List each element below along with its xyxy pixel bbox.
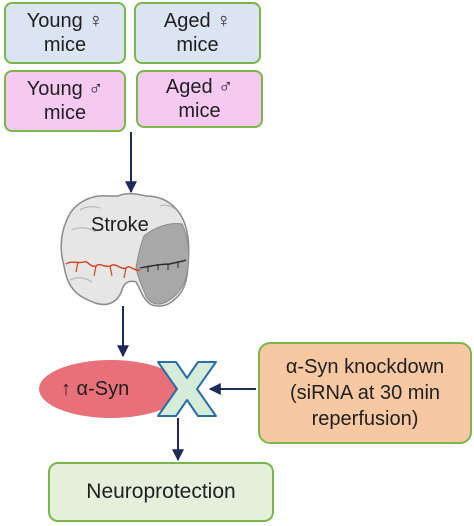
- stroke-label: Stroke: [91, 214, 149, 236]
- x-mark-icon: [157, 361, 217, 417]
- aged-female-mice-box: Aged ♀ mice: [134, 2, 261, 64]
- neuroprotection-box: Neuroprotection: [48, 462, 274, 522]
- brain-icon: [60, 192, 190, 307]
- asyn-knockdown-box: α-Syn knockdown (siRNA at 30 min reperfu…: [258, 342, 472, 444]
- asyn-label: ↑ α-Syn: [61, 378, 130, 400]
- young-male-mice-box: Young ♂ mice: [4, 70, 126, 132]
- asyn-ellipse: [39, 360, 183, 418]
- young-female-mice-box: Young ♀ mice: [4, 2, 126, 64]
- aged-male-mice-box: Aged ♂ mice: [136, 70, 263, 128]
